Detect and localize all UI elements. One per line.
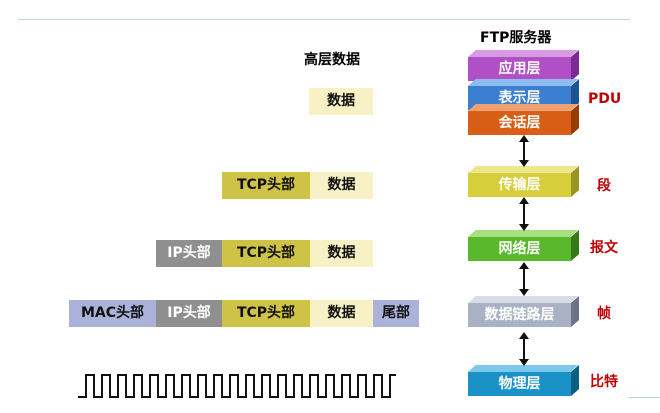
- row-transport-data-cell: 数据: [310, 172, 373, 199]
- row-link-mac-cell: MAC头部: [69, 300, 156, 327]
- row-link-tcp-cell: TCP头部: [222, 300, 310, 327]
- pdu-label-segment: 段: [597, 178, 611, 194]
- layer-physical: 物理层: [468, 365, 579, 396]
- pdu-label-bits: 比特: [590, 374, 618, 390]
- layer-application: 应用层: [468, 50, 579, 81]
- upper-data-label: 高层数据: [304, 52, 360, 68]
- layer-session-label: 会话层: [468, 111, 571, 135]
- row-link-tail-cell: 尾部: [373, 300, 419, 327]
- double-arrow-transport-network: [519, 197, 529, 231]
- row-network-tcp-cell: TCP头部: [222, 240, 310, 267]
- pdu-label-frame: 帧: [597, 306, 611, 322]
- layer-datalink-label: 数据链路层: [468, 303, 571, 327]
- layer-transport: 传输层: [468, 166, 579, 197]
- row-network-ip-cell: IP头部: [156, 240, 222, 267]
- double-arrow-datalink-physical: [519, 332, 529, 366]
- row-transport-tcp-cell: TCP头部: [222, 172, 310, 199]
- top-divider: [18, 19, 630, 20]
- row-app-data-cell: 数据: [309, 88, 373, 115]
- layer-application-label: 应用层: [468, 57, 571, 81]
- row-network-data-cell: 数据: [310, 240, 373, 267]
- layer-session: 会话层: [468, 104, 579, 135]
- server-title: FTP服务器: [480, 30, 552, 46]
- layer-transport-label: 传输层: [468, 173, 571, 197]
- double-arrow-network-datalink: [519, 262, 529, 296]
- pdu-label-upper: PDU: [588, 91, 622, 107]
- bit-waveform: [78, 374, 396, 398]
- double-arrow-session-transport: [519, 135, 529, 167]
- row-link-ip-cell: IP头部: [156, 300, 222, 327]
- pdu-label-packet: 报文: [590, 240, 618, 256]
- layer-presentation: 表示层: [468, 79, 579, 110]
- layer-datalink: 数据链路层: [468, 296, 579, 327]
- bottom-divider: [628, 397, 660, 398]
- layer-physical-label: 物理层: [468, 372, 571, 396]
- row-link-data-cell: 数据: [310, 300, 373, 327]
- layer-network: 网络层: [468, 230, 579, 261]
- layer-network-label: 网络层: [468, 237, 571, 261]
